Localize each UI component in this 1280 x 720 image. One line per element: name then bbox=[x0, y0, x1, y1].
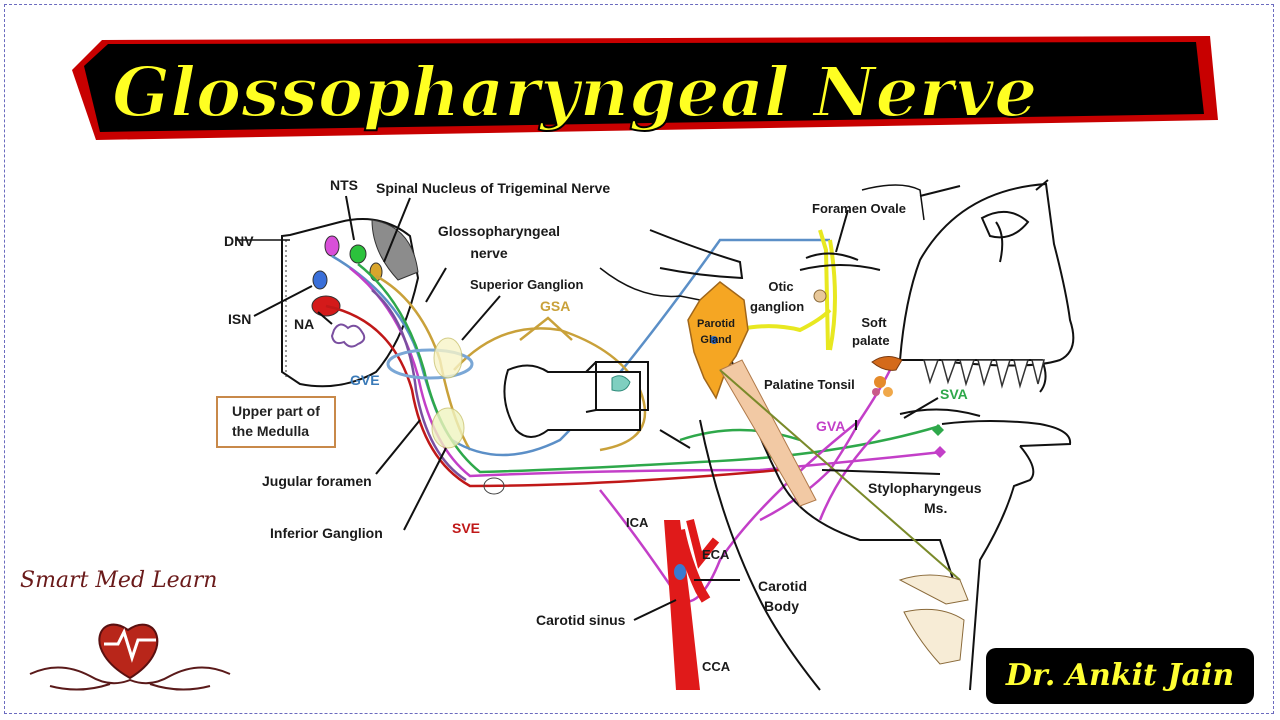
label-glossopharyngeal-nerve-1: Glossopharyngeal bbox=[437, 223, 561, 239]
label-gsa: GSA bbox=[540, 298, 571, 314]
middle-ear-box bbox=[595, 361, 649, 411]
label-stylopharyngeus-2: Ms. bbox=[924, 500, 948, 516]
label-jugular-foramen: Jugular foramen bbox=[262, 473, 372, 489]
styloid-line bbox=[599, 267, 701, 301]
heart-icon bbox=[98, 623, 159, 680]
brand-logo-text: Smart Med Learn bbox=[20, 568, 218, 593]
label-nts: NTS bbox=[330, 177, 358, 193]
label-carotid-body-1: Carotid bbox=[758, 578, 807, 594]
carotid-vessels bbox=[664, 519, 720, 690]
label-isn: ISN bbox=[228, 311, 252, 327]
upper-medulla-box: Upper part of the Medulla bbox=[216, 396, 336, 448]
sva-tongue-marker bbox=[932, 424, 944, 436]
gve-fibre bbox=[331, 238, 830, 457]
extra-fibre bbox=[371, 289, 467, 482]
superior-ganglion-ring bbox=[386, 348, 474, 380]
page-title: Glossopharyngeal Nerve bbox=[112, 53, 1037, 133]
label-eca: ECA bbox=[702, 547, 730, 562]
otic-ganglion-shape bbox=[813, 289, 827, 303]
author-badge: Dr. Ankit Jain bbox=[986, 648, 1254, 704]
label-glossopharyngeal-nerve-2: nerve bbox=[470, 245, 508, 261]
hyoid-shape bbox=[898, 574, 969, 605]
label-cca: CCA bbox=[702, 659, 731, 674]
sva-branch bbox=[679, 428, 801, 442]
sve-fibre bbox=[325, 304, 781, 488]
label-gva: GVA bbox=[816, 418, 846, 434]
nts-nucleus bbox=[349, 244, 367, 264]
superior-ganglion bbox=[433, 337, 463, 379]
gva-branch-2 bbox=[818, 429, 881, 521]
stylopharyngeus-muscle bbox=[719, 359, 817, 507]
gva-tongue-marker bbox=[934, 446, 946, 458]
label-upper-medulla-1: Upper part of bbox=[232, 403, 320, 419]
palatine-tonsil-shape bbox=[872, 376, 893, 397]
label-parotid-1: Parotid bbox=[697, 318, 735, 330]
label-carotid-sinus: Carotid sinus bbox=[536, 612, 626, 628]
label-parotid-2: Gland bbox=[700, 334, 732, 346]
label-dnv: DNV bbox=[224, 233, 254, 249]
jugular-foramen-ring bbox=[483, 477, 505, 495]
carotid-body-dot bbox=[674, 564, 686, 580]
label-gve: GVE bbox=[350, 372, 380, 388]
parotid-dot bbox=[710, 336, 718, 344]
label-sva: SVA bbox=[940, 386, 968, 402]
skull-base-line bbox=[649, 229, 744, 280]
slide-frame bbox=[4, 4, 1274, 714]
label-foramen-ovale: Foramen Ovale bbox=[812, 201, 906, 216]
label-soft-palate-2: palate bbox=[852, 333, 890, 348]
label-soft-palate-1: Soft bbox=[861, 315, 887, 330]
ornament-swirl bbox=[29, 666, 231, 685]
tympanic-plexus bbox=[611, 375, 631, 392]
pulse-icon bbox=[104, 627, 156, 663]
isn-nucleus bbox=[312, 270, 328, 290]
spinal-trigeminal-nucleus-shape bbox=[371, 219, 419, 281]
label-ica: ICA bbox=[626, 515, 649, 530]
title-banner: Glossopharyngeal Nerve bbox=[72, 36, 1218, 140]
label-otic-2: ganglion bbox=[750, 299, 805, 314]
larynx-shape bbox=[903, 608, 965, 665]
skull-profile bbox=[699, 179, 1075, 691]
label-superior-ganglion: Superior Ganglion bbox=[470, 277, 584, 292]
title-backdrop bbox=[72, 36, 1218, 140]
ear-canal bbox=[503, 364, 641, 438]
gva-sinus-branch bbox=[599, 369, 892, 603]
teeth bbox=[923, 359, 1045, 389]
dnv-nucleus bbox=[324, 235, 340, 257]
label-otic-1: Otic bbox=[768, 279, 794, 294]
sva-fibre bbox=[357, 263, 941, 474]
inferior-ganglion bbox=[431, 407, 465, 449]
label-sve: SVE bbox=[452, 520, 481, 536]
label-carotid-body-2: Body bbox=[764, 598, 799, 614]
brand-logo-emblem bbox=[29, 623, 231, 691]
foramen-ovale-nerve bbox=[818, 229, 830, 351]
label-spinal-nucleus: Spinal Nucleus of Trigeminal Nerve bbox=[376, 180, 611, 196]
label-stylopharyngeus-1: Stylopharyngeus bbox=[868, 480, 982, 496]
label-inferior-ganglion: Inferior Ganglion bbox=[270, 525, 383, 541]
author-name: Dr. Ankit Jain bbox=[1005, 658, 1235, 693]
label-upper-medulla-2: the Medulla bbox=[232, 423, 310, 439]
styloid-process bbox=[659, 429, 691, 449]
foramen-ovale-arc bbox=[805, 252, 859, 261]
gsa-branch-fork bbox=[519, 316, 573, 341]
inferior-olive-shape bbox=[330, 323, 366, 348]
label-palatine-tonsil: Palatine Tonsil bbox=[764, 377, 855, 392]
stylohyoid-line bbox=[719, 369, 961, 581]
label-na: NA bbox=[294, 316, 315, 332]
lesser-petrosal-to-otic bbox=[828, 239, 837, 351]
label-arrows bbox=[253, 195, 941, 621]
soft-palate-shape bbox=[871, 356, 903, 371]
